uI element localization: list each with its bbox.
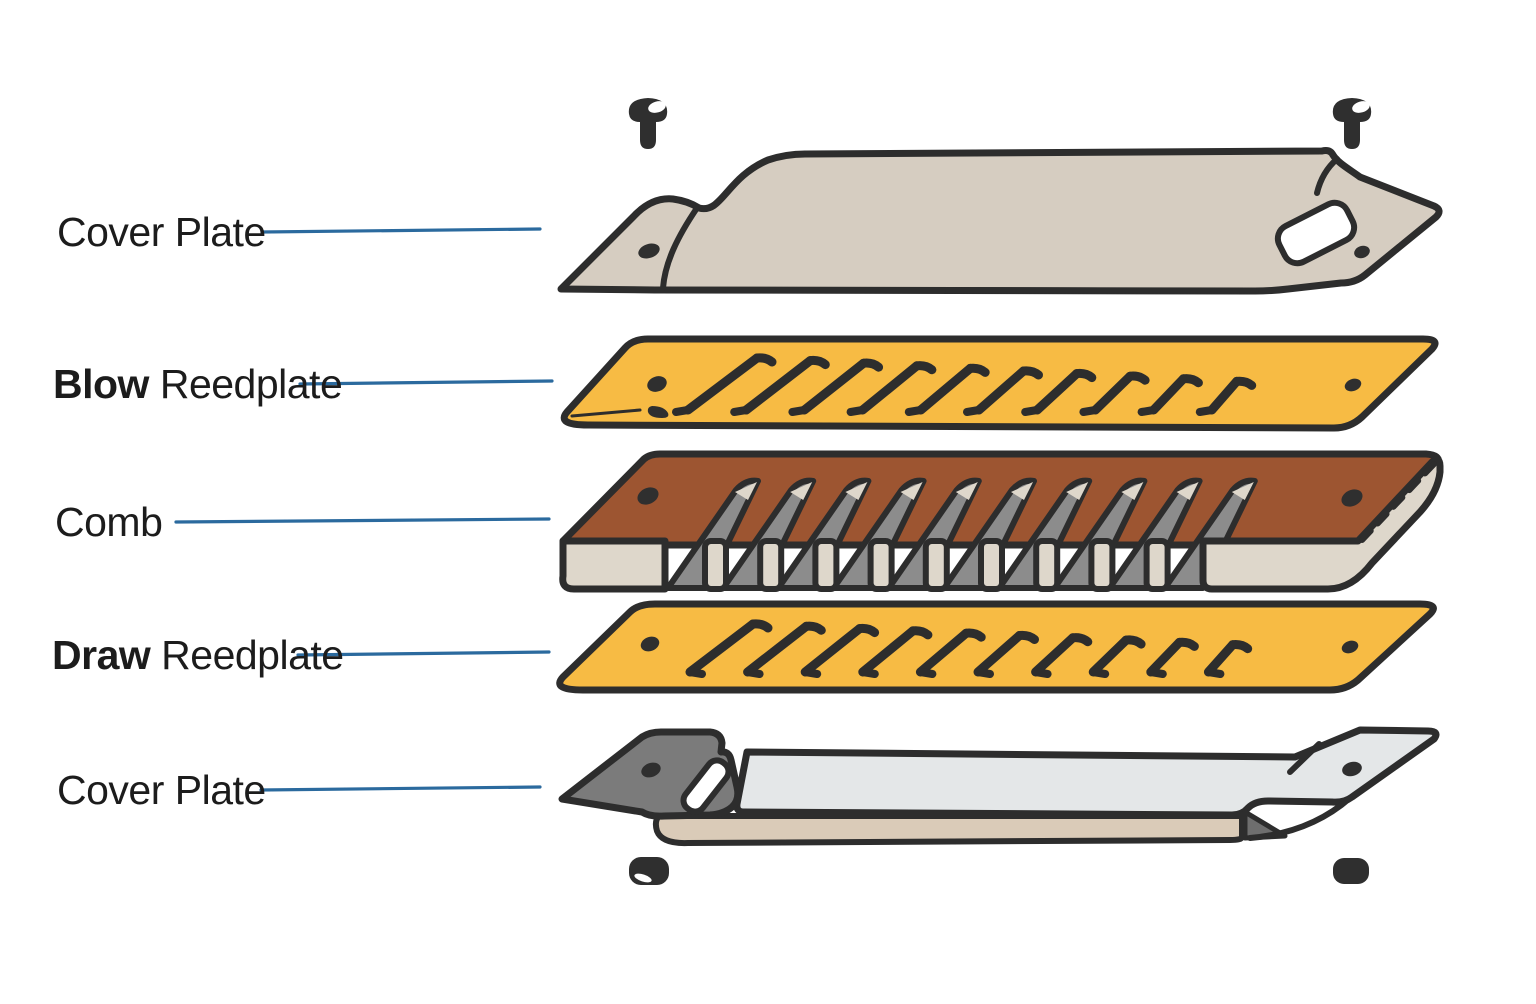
blow-reedplate-drawing: [560, 335, 1439, 432]
comb-channel: [720, 477, 817, 591]
cover-screw-hole-right: [1354, 245, 1370, 259]
comb-channel-back: [1121, 482, 1144, 500]
comb-channel-back: [1011, 482, 1033, 500]
label-bold-part: Blow: [53, 361, 149, 407]
comb-channels: [665, 477, 1258, 591]
comb-channel-back: [1066, 482, 1089, 500]
comb-channel-back: [1231, 482, 1254, 500]
reed-slot: [788, 358, 884, 416]
cover-plate-top-drawing: [557, 147, 1443, 295]
comb-tooth: [978, 538, 1005, 592]
draw-reed-slots: [685, 619, 1253, 678]
label-text-part: Comb: [55, 499, 163, 545]
reed-slot: [973, 630, 1039, 678]
leader-line-draw-reedplate: [296, 650, 551, 657]
comb-channel-back: [790, 482, 813, 500]
comb-channel-back: [955, 482, 978, 500]
label-text-part: Reedplate: [148, 361, 343, 407]
reed-slot: [730, 355, 830, 416]
label-text-part: Cover Plate: [57, 767, 266, 813]
cover-plate-bottom-drawing: [558, 726, 1440, 847]
reed-slot: [904, 363, 990, 416]
screw-left-icon: [628, 98, 668, 149]
leader-line-cover-plate-top: [260, 227, 542, 234]
reed-slot: [685, 619, 773, 678]
reed-slot: [858, 626, 933, 678]
blow-reed-slots: [672, 353, 1257, 416]
comb-channel-back: [1176, 482, 1199, 500]
nut-right-icon: [1333, 858, 1369, 884]
comb-channel: [1161, 477, 1258, 591]
reed-slot: [846, 361, 937, 416]
comb-tooth: [702, 538, 729, 592]
reed-slot: [1137, 374, 1203, 416]
reed-slot: [915, 628, 986, 678]
comb-channel: [941, 477, 1037, 591]
reed-slot: [800, 623, 880, 678]
comb-channel-back: [735, 482, 757, 500]
comb-tooth: [1088, 538, 1116, 592]
reed-slot: [743, 621, 826, 678]
leader-line-blow-reedplate: [298, 379, 554, 386]
comb-channel: [665, 477, 761, 591]
comb-channel-back: [900, 482, 923, 500]
leader-line-comb: [174, 517, 551, 524]
label-cover-plate-top: Cover Plate: [57, 209, 266, 255]
comb-channel: [1106, 477, 1203, 591]
reed-slot: [963, 366, 1043, 416]
comb-channel: [1051, 477, 1148, 591]
comb-tooth: [1033, 538, 1061, 592]
reed-slot: [1031, 633, 1093, 678]
reed-slot: [1079, 371, 1150, 416]
reed-slot: [672, 353, 777, 416]
comb-channel: [775, 477, 872, 591]
leader-line-cover-plate-bottom: [259, 785, 542, 792]
reed-slot: [1203, 640, 1253, 678]
reed-slot: [1021, 368, 1097, 416]
comb-tooth: [812, 538, 840, 592]
label-bold-part: Draw: [52, 632, 151, 678]
draw-reedplate-drawing: [556, 600, 1437, 694]
comb-tooth: [757, 538, 785, 592]
reed-slot: [1088, 635, 1146, 678]
comb-channel: [885, 477, 982, 591]
screw-right-icon: [1332, 98, 1372, 149]
label-comb: Comb: [55, 499, 163, 545]
cover-screw-hole-left: [638, 243, 660, 259]
reed-slot: [1195, 376, 1257, 416]
label-blow-reedplate: Blow Reedplate: [53, 361, 343, 407]
comb-tooth: [867, 538, 895, 592]
comb-channel: [830, 477, 927, 591]
comb-tooth: [1143, 538, 1171, 592]
comb-tooth: [922, 538, 950, 592]
comb-channel-back: [845, 482, 868, 500]
comb-teeth: [702, 538, 1171, 592]
leader-lines: [174, 227, 554, 792]
label-text-part: Reedplate: [150, 632, 344, 678]
label-cover-plate-bottom: Cover Plate: [57, 767, 266, 813]
label-draw-reedplate: Draw Reedplate: [52, 632, 344, 678]
comb-channel: [996, 477, 1093, 591]
comb-drawing: [559, 450, 1444, 593]
nut-left-icon: [629, 857, 669, 885]
label-text-part: Cover Plate: [57, 209, 266, 255]
reed-slot: [1146, 637, 1199, 678]
